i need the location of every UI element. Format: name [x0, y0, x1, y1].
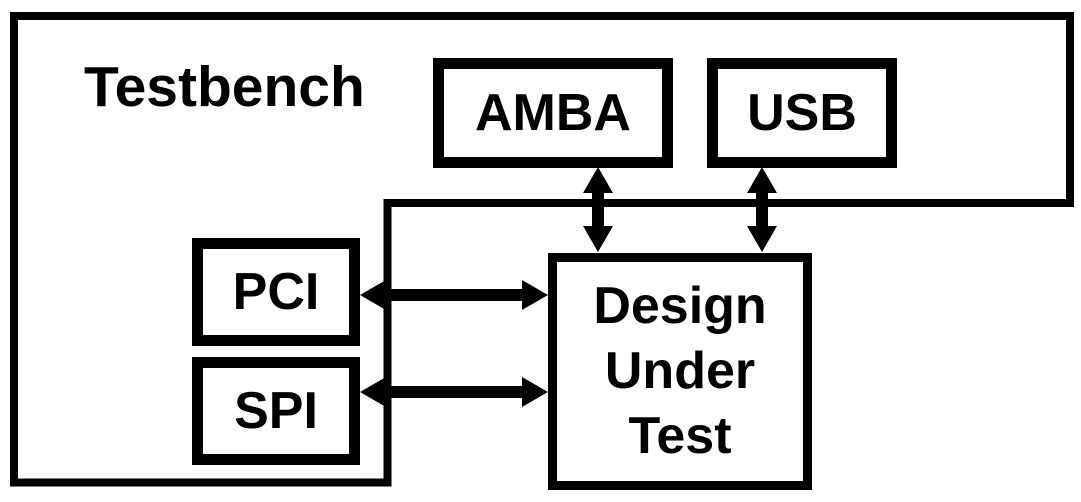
spi-block: SPI — [192, 357, 360, 465]
design-under-test-block: Design Under Test — [548, 253, 812, 490]
pci-block-label: PCI — [232, 263, 320, 321]
amba-block: AMBA — [433, 58, 673, 168]
arrow-amba-dut — [583, 167, 613, 252]
arrow-spi-dut — [360, 377, 548, 407]
arrow-pci-dut — [360, 280, 548, 310]
arrow-usb-dut — [747, 167, 777, 252]
testbench-boundary — [10, 12, 1074, 487]
usb-block: USB — [707, 58, 897, 168]
spi-block-label: SPI — [234, 382, 318, 440]
amba-block-label: AMBA — [475, 84, 631, 142]
testbench-label: Testbench — [84, 55, 365, 119]
pci-block: PCI — [192, 238, 360, 346]
design-under-test-label: Design Under Test — [593, 277, 767, 465]
usb-block-label: USB — [747, 84, 857, 142]
